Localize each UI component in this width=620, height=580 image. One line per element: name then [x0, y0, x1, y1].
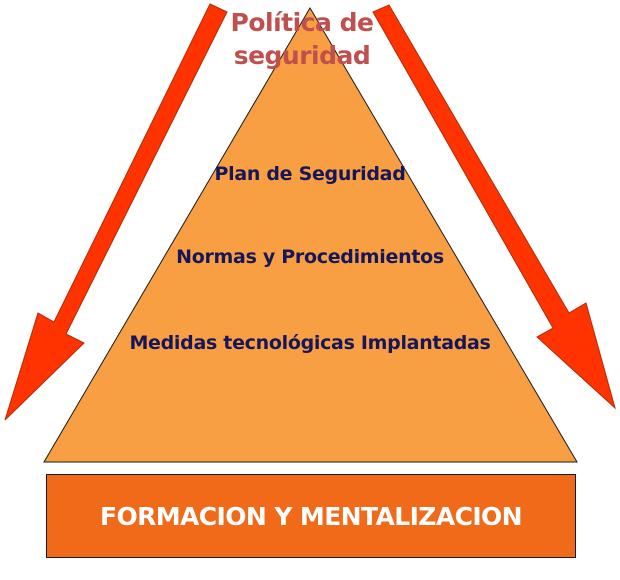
- apex-title: Política de seguridad: [200, 6, 404, 72]
- base-foundation-bar: FORMACION Y MENTALIZACION: [46, 474, 576, 558]
- pyramid-triangle: [43, 7, 578, 463]
- base-label: FORMACION Y MENTALIZACION: [99, 501, 523, 531]
- tier-label-normas: Normas y Procedimientos: [176, 246, 444, 268]
- apex-title-line-2: seguridad: [233, 41, 371, 70]
- tier-label-medidas: Medidas tecnológicas Implantadas: [129, 332, 491, 354]
- apex-title-line-1: Política de: [230, 8, 374, 37]
- right-down-arrow-icon: [372, 4, 616, 410]
- left-down-arrow-icon: [4, 3, 228, 421]
- tier-label-plan: Plan de Seguridad: [214, 163, 406, 185]
